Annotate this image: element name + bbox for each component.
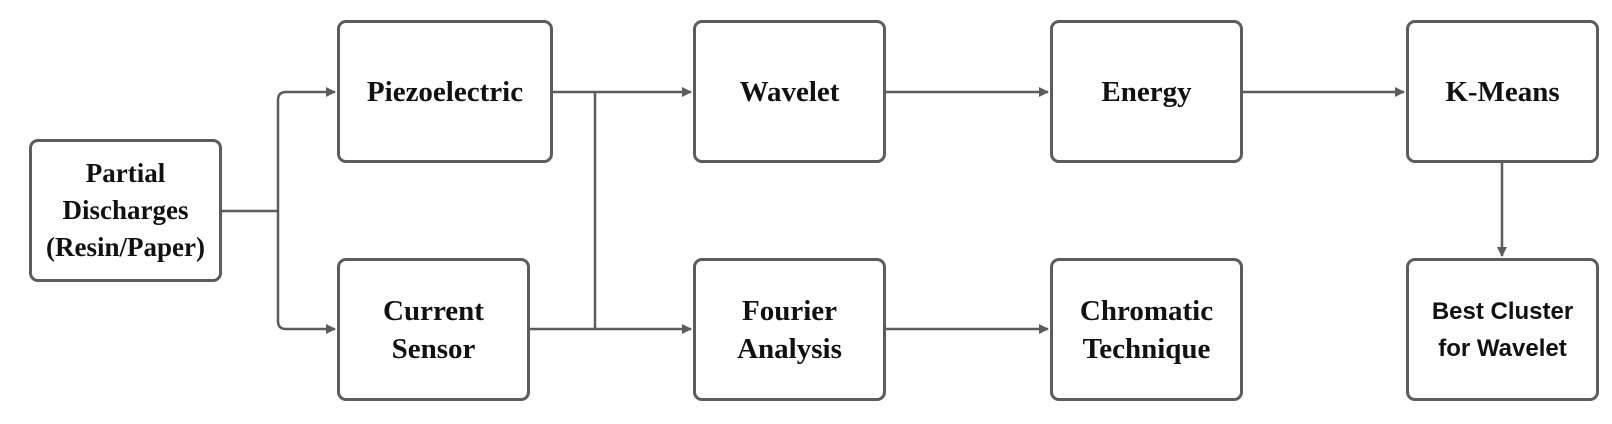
arrow-partial-to-current-sensor xyxy=(276,211,336,334)
node-label-line: Fourier xyxy=(741,294,837,327)
node-label-line: Piezoelectric xyxy=(366,75,524,108)
node-chromatic-technique: Chromatic Technique xyxy=(1050,258,1243,401)
node-label-line: Chromatic xyxy=(1079,294,1214,327)
arrow-partial-to-piezoelectric xyxy=(276,87,336,211)
node-wavelet: Wavelet xyxy=(693,20,886,163)
node-label-line: for Wavelet xyxy=(1438,334,1567,362)
node-label-line: (Resin/Paper) xyxy=(46,232,205,262)
node-label-line: Discharges xyxy=(62,195,189,225)
node-label-line: Wavelet xyxy=(739,75,840,108)
node-piezoelectric: Piezoelectric xyxy=(337,20,553,163)
node-current-sensor: Current Sensor xyxy=(337,258,530,401)
node-label-line: K-Means xyxy=(1445,75,1560,108)
node-label-line: Analysis xyxy=(737,332,842,365)
node-label-line: Energy xyxy=(1101,75,1192,108)
node-k-means: K-Means xyxy=(1406,20,1599,163)
node-energy: Energy xyxy=(1050,20,1243,163)
node-partial-discharges: Partial Discharges (Resin/Paper) xyxy=(29,139,222,282)
node-label-line: Sensor xyxy=(391,332,476,365)
node-label-line: Partial xyxy=(85,158,166,188)
node-label-line: Current xyxy=(383,294,484,327)
node-label-line: Technique xyxy=(1082,332,1211,365)
node-label-line: Best Cluster xyxy=(1431,297,1574,325)
node-fourier-analysis: Fourier Analysis xyxy=(693,258,886,401)
node-best-cluster-for-wavelet: Best Cluster for Wavelet xyxy=(1406,258,1599,401)
